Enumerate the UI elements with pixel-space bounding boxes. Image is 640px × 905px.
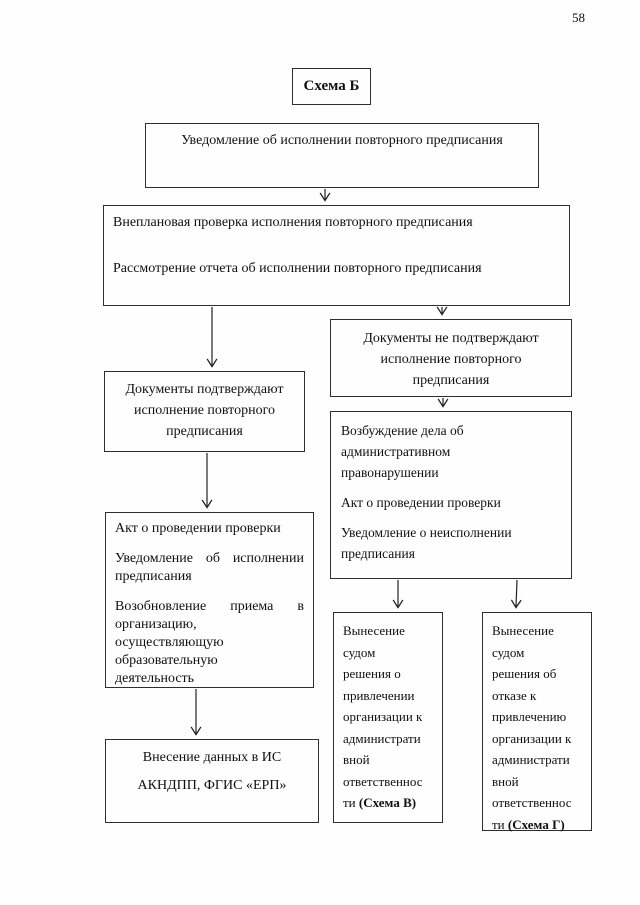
- flow-box-notice: Уведомление об исполнении повторного пре…: [145, 123, 539, 188]
- court-attract-line: администрати: [343, 730, 421, 746]
- resume-line: Уведомление об исполнении: [115, 551, 304, 566]
- flow-box-act-resume: Акт о проведении проверки Уведомление об…: [105, 512, 314, 688]
- flow-box-data-entry: Внесение данных в ИС АКНДПП, ФГИС «ЕРП»: [105, 739, 319, 823]
- docs-not-confirm-text: Документы не подтверждают исполнение пов…: [363, 331, 539, 388]
- resume-line: организацию,: [115, 617, 197, 632]
- court-refuse-line-prefix: ти: [492, 816, 508, 832]
- resume-line: образовательную: [115, 653, 218, 668]
- flow-box-case-initiation: Возбуждение дела об административном пра…: [330, 411, 572, 579]
- resume-line: Возобновление приема в: [115, 599, 304, 614]
- court-refuse-line: организации к: [492, 730, 572, 746]
- court-attract-line-prefix: ти: [343, 795, 359, 810]
- flow-box-docs-not-confirm: Документы не подтверждают исполнение пов…: [330, 319, 572, 397]
- court-attract-last-line: ти (Схема В): [343, 792, 433, 814]
- arrow-case-to-court-refuse: [510, 579, 522, 609]
- court-attract-line: решения о: [343, 666, 401, 681]
- court-attract-line: ответственнос: [343, 773, 423, 789]
- scheme-title-label: Схема Б: [303, 77, 360, 94]
- court-attract-line: организации к: [343, 709, 423, 724]
- court-attract-line: привлечении: [343, 687, 415, 703]
- scheme-g-reference: (Схема Г): [507, 816, 565, 832]
- court-refuse-line: решения об: [492, 666, 557, 681]
- court-refuse-line: вной: [492, 773, 519, 789]
- resume-line: деятельность: [115, 671, 195, 686]
- flow-box-court-attract: Вынесение судом решения о привлечении ор…: [333, 612, 443, 823]
- data-entry-line-1: Внесение данных в ИС: [142, 750, 282, 765]
- docs-confirm-text: Документы подтверждают исполнение повтор…: [125, 382, 284, 439]
- flow-box-inspection: Внеплановая проверка исполнения повторно…: [103, 205, 570, 306]
- data-entry-line-2: АКНДПП, ФГИС «ЕРП»: [137, 778, 287, 793]
- court-attract-line: вной: [343, 752, 370, 767]
- resume-line: осуществляющую: [115, 635, 224, 650]
- court-refuse-line: привлечению: [492, 709, 567, 724]
- court-refuse-line: администрати: [492, 752, 570, 767]
- court-refuse-line: ответственнос: [492, 795, 572, 810]
- inspection-line-1: Внеплановая проверка исполнения повторно…: [113, 215, 473, 230]
- resume-line: предписания: [115, 569, 192, 584]
- resume-line: Акт о проведении проверки: [115, 521, 281, 536]
- court-refuse-line: Вынесение: [492, 623, 554, 638]
- case-paragraph-3: Уведомление о неисполнении предписания: [341, 525, 512, 561]
- flow-box-court-refuse: Вынесение судом решения об отказе к прив…: [482, 612, 592, 832]
- court-attract-line: Вынесение: [343, 623, 405, 638]
- case-paragraph-1: Возбуждение дела об административном пра…: [341, 423, 464, 480]
- case-paragraph-2: Акт о проведении проверки: [341, 495, 501, 510]
- court-attract-line: судом: [343, 644, 376, 660]
- notice-text: Уведомление об исполнении повторного пре…: [181, 133, 503, 148]
- court-refuse-last-line: ти (Схема Г): [492, 814, 582, 836]
- court-refuse-line: отказе к: [492, 687, 537, 703]
- flow-box-docs-confirm: Документы подтверждают исполнение повтор…: [104, 371, 305, 452]
- flow-box-scheme-title: Схема Б: [292, 68, 371, 105]
- inspection-line-2: Рассмотрение отчета об исполнении повтор…: [113, 261, 482, 277]
- page-number: 58: [572, 10, 585, 25]
- court-refuse-line: судом: [492, 644, 525, 660]
- scheme-v-reference: (Схема В): [358, 795, 417, 810]
